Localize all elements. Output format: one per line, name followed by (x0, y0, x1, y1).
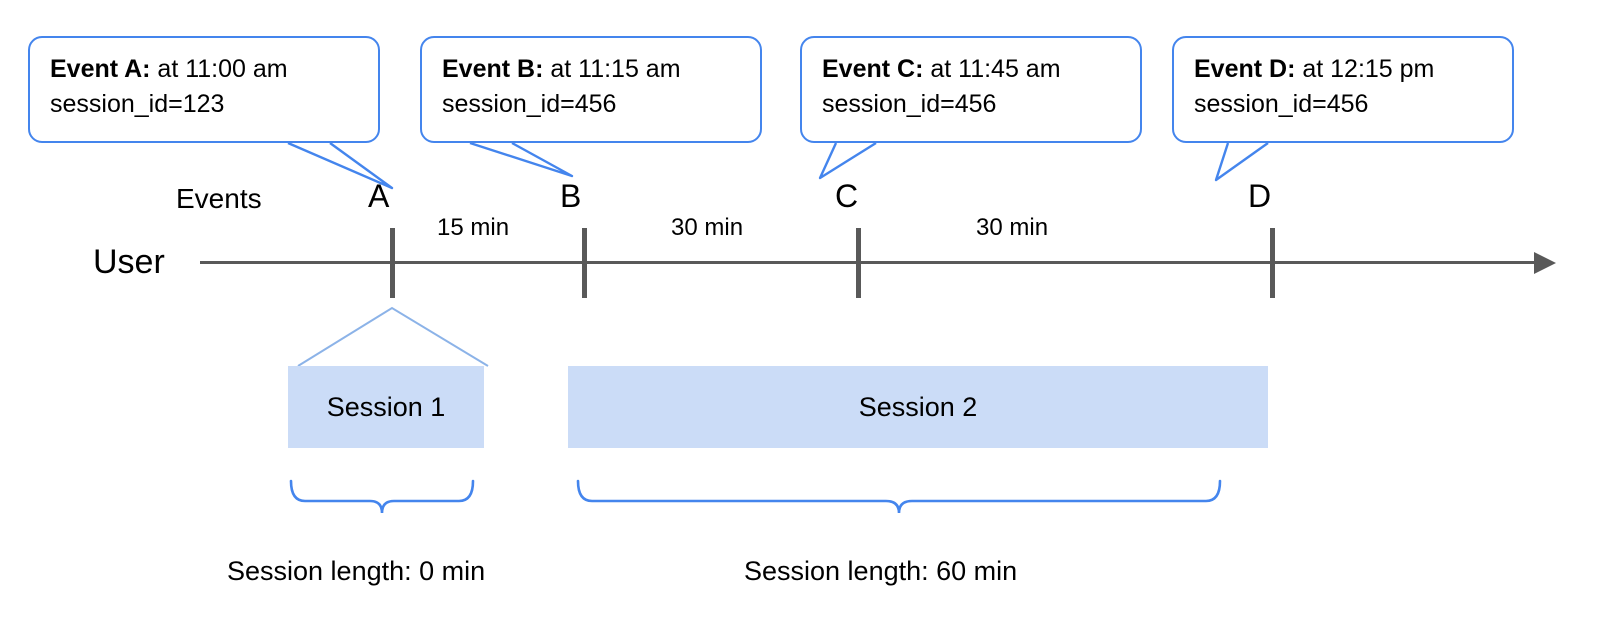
session-bar-1-label: Session 1 (326, 391, 446, 422)
session-bar-2: Session 2 (568, 366, 1268, 448)
session-1-length-label: Session length: 0 min (227, 556, 486, 586)
callout-a-line2: session_id=123 (50, 89, 225, 118)
callout-c-tail (818, 141, 877, 180)
session-1-tent-connector (297, 306, 489, 367)
lane-label-user: User (93, 243, 165, 281)
callout-event-a: Event A: at 11:00 am session_id=123 (28, 36, 380, 143)
callout-c-line2: session_id=456 (822, 89, 997, 118)
session-bar-1: Session 1 (288, 366, 484, 448)
tick-event-c (856, 228, 861, 298)
gap-label-b-c: 30 min (671, 214, 744, 241)
gap-label-c-d: 30 min (976, 214, 1049, 241)
session-1-brace (289, 479, 475, 514)
callout-d-tail (1214, 142, 1269, 182)
callout-b-line2: session_id=456 (442, 89, 617, 118)
callout-c-lead: Event C: (822, 55, 924, 83)
gap-label-a-b: 15 min (437, 214, 510, 241)
callout-b-tail (469, 141, 574, 178)
callout-a-line1: Event A: at 11:00 am (50, 52, 360, 87)
tick-event-a (390, 228, 395, 298)
callout-b-time: at 11:15 am (543, 55, 681, 83)
callout-d-time: at 12:15 pm (1295, 55, 1435, 83)
callout-event-c: Event C: at 11:45 am session_id=456 (800, 36, 1142, 143)
timeline-arrowhead (1534, 252, 1556, 274)
callout-event-d: Event D: at 12:15 pm session_id=456 (1172, 36, 1514, 143)
callout-b-line1: Event B: at 11:15 am (442, 52, 742, 87)
session-2-length-label: Session length: 60 min (744, 556, 1018, 586)
callout-a-time: at 11:00 am (150, 55, 288, 83)
callout-event-b: Event B: at 11:15 am session_id=456 (420, 36, 762, 143)
callout-c-line1: Event C: at 11:45 am (822, 52, 1122, 87)
event-marker-label-b: B (560, 178, 582, 214)
event-marker-label-a: A (368, 178, 390, 214)
callout-d-lead: Event D: (1194, 55, 1296, 83)
session-bar-2-label: Session 2 (858, 391, 978, 422)
event-marker-label-d: D (1248, 178, 1272, 214)
lane-label-events: Events (176, 183, 262, 214)
callout-a-lead: Event A: (50, 55, 151, 83)
tick-event-b (582, 228, 587, 298)
callout-d-line1: Event D: at 12:15 pm (1194, 52, 1494, 87)
callout-b-lead: Event B: (442, 55, 544, 83)
tick-event-d (1270, 228, 1275, 298)
callout-d-line2: session_id=456 (1194, 89, 1369, 118)
session-2-brace (576, 479, 1222, 514)
callout-c-time: at 11:45 am (923, 55, 1061, 83)
timeline-axis (200, 261, 1542, 264)
event-marker-label-c: C (835, 178, 859, 214)
